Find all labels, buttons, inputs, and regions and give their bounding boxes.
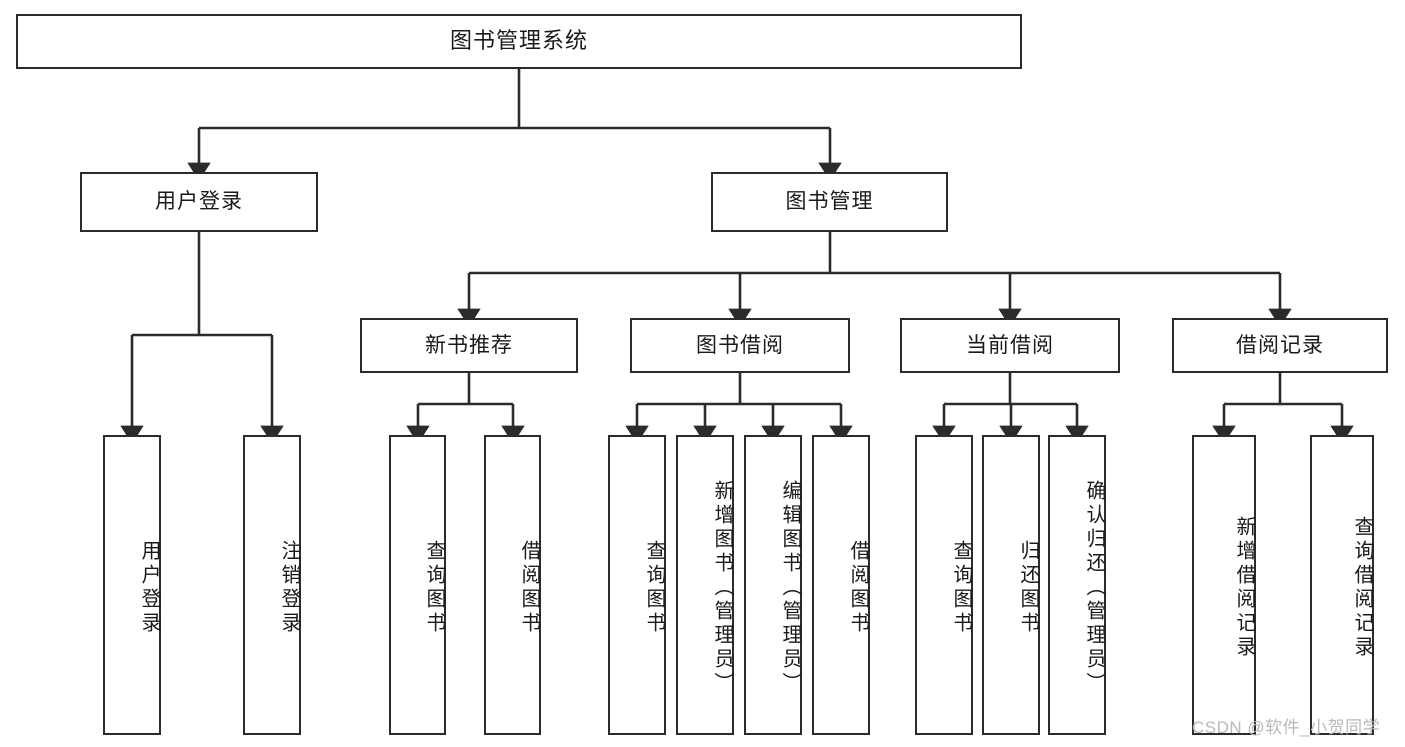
node-leaf-user-logout[interactable]: 注销登录 [243, 435, 301, 735]
node-leaf-user-login[interactable]: 用户登录 [103, 435, 161, 735]
node-label: 借阅图书 [847, 540, 869, 636]
node-root-system[interactable]: 图书管理系统 [16, 14, 1022, 69]
node-borrow-record[interactable]: 借阅记录 [1172, 318, 1388, 373]
node-leaf-borrow-book-2[interactable]: 借阅图书 [812, 435, 870, 735]
node-label: 新增图书（管理员） [711, 480, 733, 696]
node-leaf-query-book-3[interactable]: 查询图书 [915, 435, 973, 735]
node-book-borrow[interactable]: 图书借阅 [630, 318, 850, 373]
node-label: 注销登录 [278, 540, 300, 636]
node-leaf-borrow-book-1[interactable]: 借阅图书 [484, 435, 541, 735]
node-label: 用户登录 [138, 540, 160, 636]
node-leaf-query-book-2[interactable]: 查询图书 [608, 435, 666, 735]
node-label: 查询图书 [643, 540, 665, 636]
watermark-text: CSDN @软件_小贺同学 [1192, 718, 1381, 737]
node-label: 查询借阅记录 [1351, 516, 1373, 660]
node-leaf-query-record[interactable]: 查询借阅记录 [1310, 435, 1374, 735]
node-user-login[interactable]: 用户登录 [80, 172, 318, 232]
node-label: 查询图书 [950, 540, 972, 636]
node-leaf-return-book[interactable]: 归还图书 [982, 435, 1040, 735]
node-label: 归还图书 [1017, 540, 1039, 636]
node-current-borrow[interactable]: 当前借阅 [900, 318, 1120, 373]
node-label: 确认归还（管理员） [1083, 480, 1105, 696]
node-book-manage[interactable]: 图书管理 [711, 172, 948, 232]
node-label: 编辑图书（管理员） [779, 480, 801, 696]
node-leaf-confirm-return[interactable]: 确认归还（管理员） [1048, 435, 1106, 735]
node-leaf-query-book-1[interactable]: 查询图书 [389, 435, 446, 735]
node-leaf-add-book[interactable]: 新增图书（管理员） [676, 435, 734, 735]
node-new-book-recommend[interactable]: 新书推荐 [360, 318, 578, 373]
node-label: 查询图书 [423, 540, 445, 636]
node-label: 借阅图书 [518, 540, 540, 636]
node-leaf-add-record[interactable]: 新增借阅记录 [1192, 435, 1256, 735]
node-label: 新增借阅记录 [1233, 516, 1255, 660]
node-leaf-edit-book[interactable]: 编辑图书（管理员） [744, 435, 802, 735]
